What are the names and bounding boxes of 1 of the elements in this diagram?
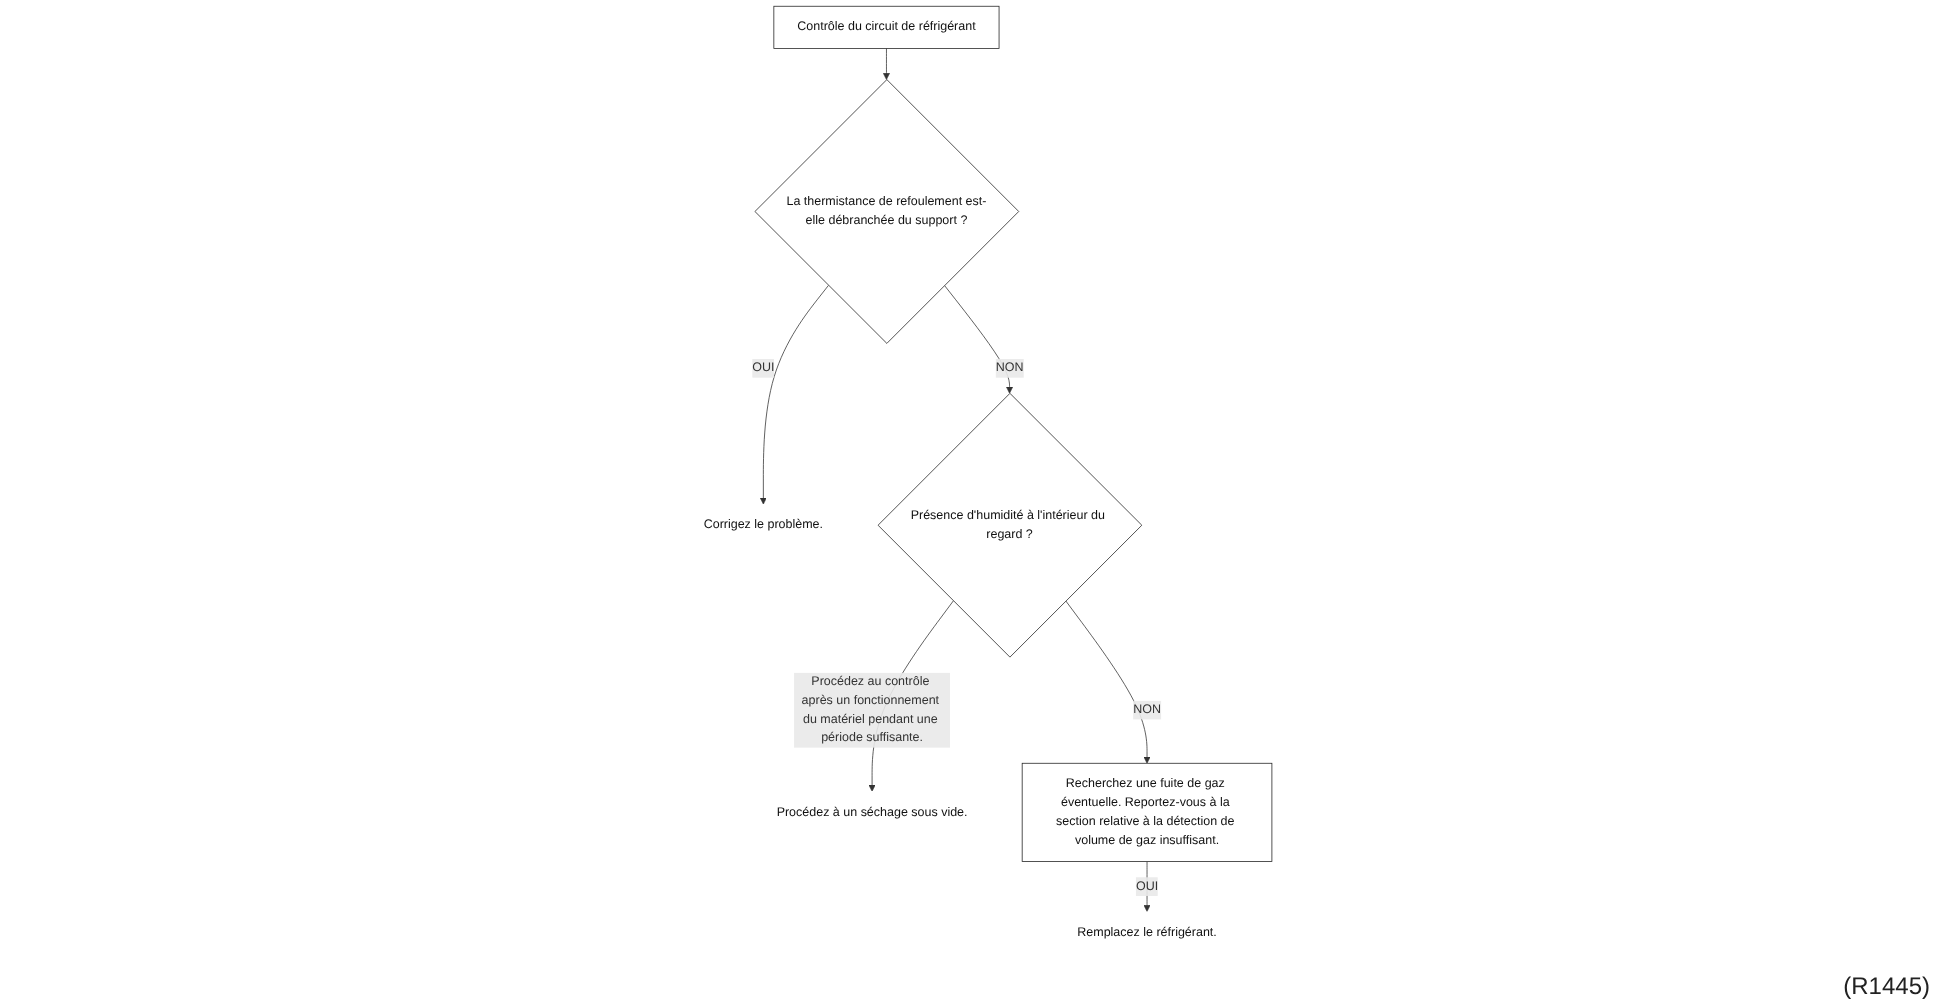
- figure-reference: (R1445): [1843, 972, 1930, 1000]
